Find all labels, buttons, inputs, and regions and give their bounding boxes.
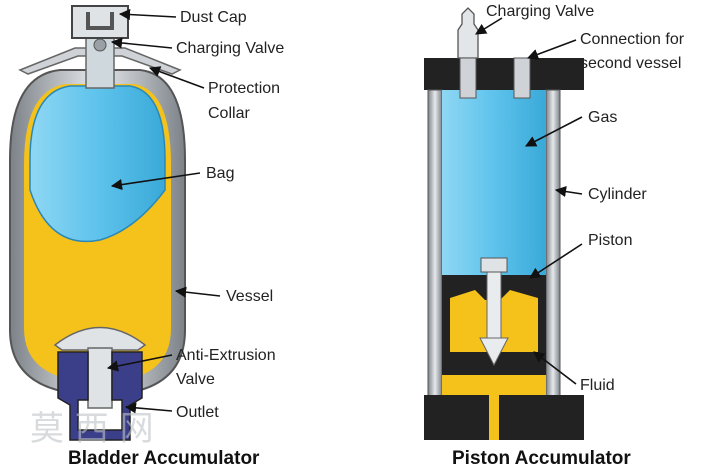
piston-gas-chamber [442, 90, 546, 275]
piston-bottom-cap [424, 395, 584, 440]
label-connection: Connection for [580, 31, 685, 48]
label-fluid: Fluid [580, 377, 615, 394]
piston-top-cap [424, 58, 584, 90]
label-protection: Protection [208, 80, 280, 97]
label-valve: Valve [176, 371, 215, 388]
piston-rod [487, 268, 501, 338]
label-piston: Piston [588, 232, 632, 249]
cylinder-left-wall [428, 90, 442, 420]
label-charging-valve: Charging Valve [176, 40, 284, 57]
piston-title: Piston Accumulator [452, 448, 631, 469]
label-vessel: Vessel [226, 288, 273, 305]
anti-extrusion-valve-stem [88, 348, 112, 408]
label-dust-cap: Dust Cap [180, 9, 247, 26]
piston-accumulator: Charging Valve Connection for second ves… [424, 3, 685, 469]
label-bag: Bag [206, 165, 234, 182]
bladder-title: Bladder Accumulator [68, 448, 260, 469]
label-second-vessel: second vessel [580, 55, 681, 72]
connection-fitting [514, 58, 530, 98]
bladder-accumulator: Dust Cap Charging Valve Protection Colla… [10, 6, 284, 469]
dust-cap [72, 6, 128, 38]
label-outlet: Outlet [176, 404, 219, 421]
piston-nut [481, 258, 507, 272]
label-anti-extrusion: Anti-Extrusion [176, 347, 276, 364]
label-piston-charging-valve: Charging Valve [486, 3, 594, 20]
label-collar: Collar [208, 105, 250, 122]
label-cylinder: Cylinder [588, 186, 647, 203]
valve-ball [94, 39, 106, 51]
label-gas: Gas [588, 109, 617, 126]
piston-charging-valve [458, 8, 478, 58]
watermark: 莫 西 网 [30, 409, 154, 449]
